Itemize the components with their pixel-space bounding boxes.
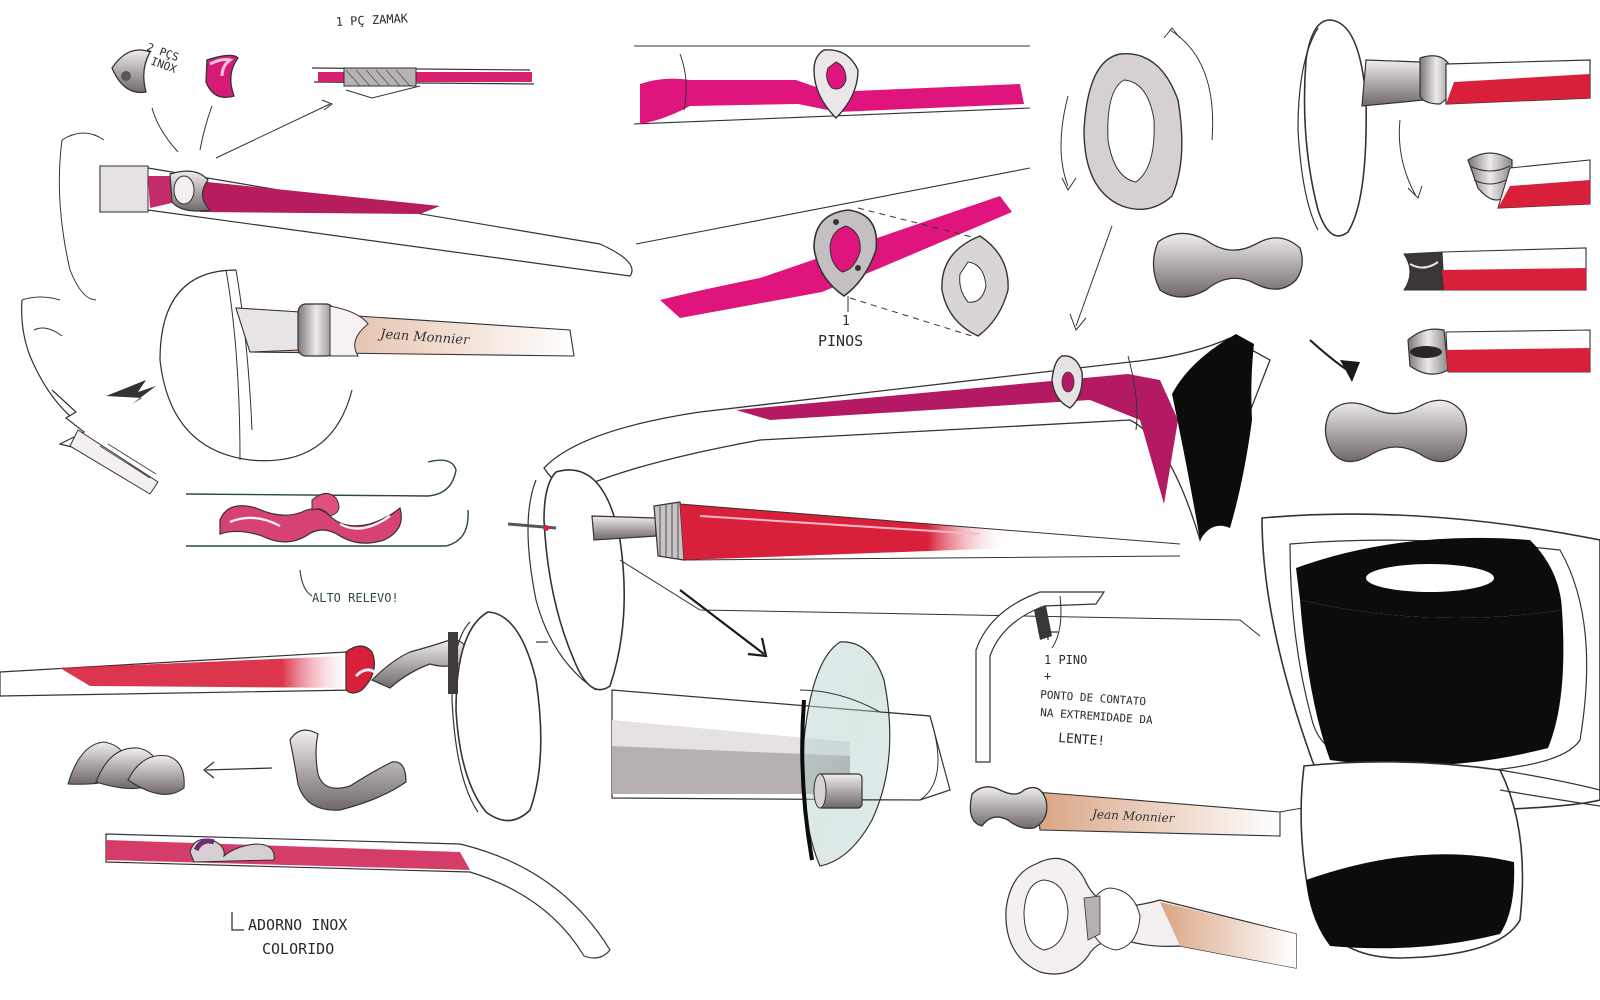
brand-signature-2: Jean Monnier — [1089, 807, 1176, 826]
pin-lens-contact-detail — [611, 641, 951, 867]
note-pino-line4: LENTE! — [1058, 731, 1106, 749]
single-pin-contact-detail — [975, 591, 1106, 763]
note-zamak: 1 PÇ ZAMAK — [335, 11, 409, 29]
note-pinos: PINOS — [818, 332, 863, 350]
inox-pieces-sketch — [111, 49, 334, 159]
temple-magenta-side-view — [58, 132, 633, 301]
oval-lens-red-temple — [1297, 19, 1591, 237]
oval-ring-skin-temple — [1005, 857, 1297, 975]
hinge-variants-column — [1309, 152, 1591, 463]
brand-signature-1: Jean Monnier — [377, 327, 471, 348]
note-pinos-count: 1 — [842, 314, 850, 329]
hinge-detail-circle — [21, 269, 575, 495]
note-pino-line1: 1 PINO — [1044, 653, 1087, 667]
red-temple-swirl — [0, 639, 477, 697]
teardrop-exploded-pinos — [635, 167, 1031, 337]
note-pino-line2: PONTO DE CONTATO — [1040, 688, 1147, 708]
oval-ring-and-bone-pieces — [1060, 27, 1303, 331]
main-frame-magenta-temple — [507, 334, 1271, 691]
black-lens-frame-front — [1261, 513, 1600, 813]
ornament-pieces-breakdown — [67, 729, 407, 811]
arrow-to-pin-detail — [679, 589, 768, 658]
red-temple-knurled-hinge — [591, 501, 1181, 561]
zamak-temple-sketch — [311, 67, 535, 99]
note-pino-line3: NA EXTREMIDADE DA — [1040, 706, 1154, 727]
teardrop-magenta-temple — [633, 45, 1031, 125]
adorno-inox-temple — [105, 833, 611, 959]
note-pino-plus: + — [1044, 669, 1051, 683]
skin-temple-bone-hinge — [969, 761, 1600, 959]
note-adorno-line2: COLORIDO — [262, 940, 334, 958]
round-frame-front-view — [448, 611, 548, 822]
note-alto-relevo: ALTO RELEVO! — [312, 591, 399, 605]
alto-relevo-ornament — [185, 459, 469, 597]
note-adorno-line1: ADORNO INOX — [248, 916, 347, 934]
